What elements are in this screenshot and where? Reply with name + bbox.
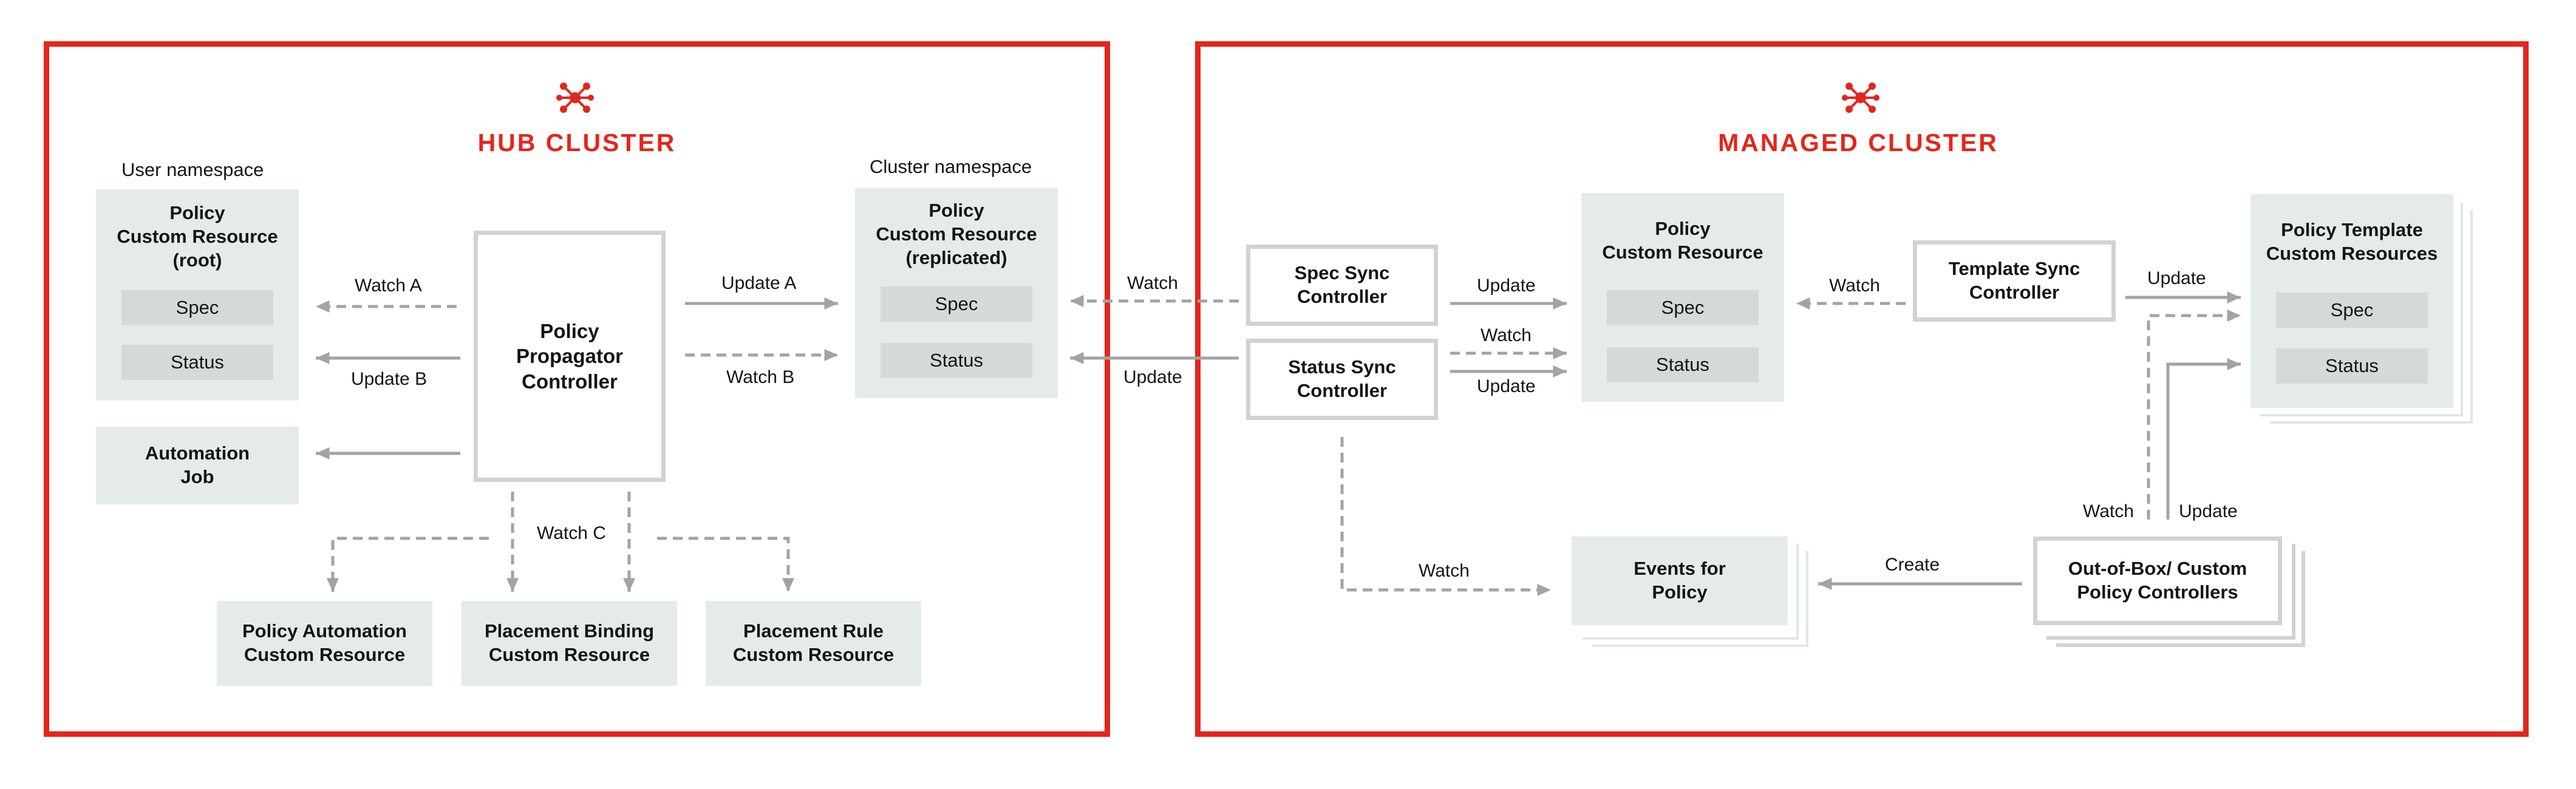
oob-stack-mid — [2046, 544, 2295, 640]
events-for-policy: Events for Policy — [1572, 537, 1788, 625]
events-for-policy-label: Events for Policy — [1634, 558, 1726, 603]
events-watch-arrow — [1340, 437, 1551, 596]
events-stack-mid — [1583, 544, 1799, 640]
spec-sync-update-label: Update — [1477, 276, 1536, 296]
managed-cluster-icon — [1842, 83, 1879, 113]
placement-binding-custom-resource: Placement Binding Custom Resource — [462, 601, 677, 686]
update-b-label: Update B — [351, 369, 428, 389]
hub-cluster-frame — [44, 41, 1110, 737]
events-stack-back — [1592, 551, 1808, 647]
replicated-policy-spec: Spec — [881, 286, 1032, 322]
create-label: Create — [1885, 555, 1940, 575]
policy-template-status: Status — [2276, 348, 2428, 384]
replicated-policy-title: Policy Custom Resource (replicated) — [876, 200, 1037, 268]
watch-c-label: Watch C — [537, 523, 606, 543]
oob-update-arrow — [2166, 358, 2241, 520]
hub-cluster-icon — [556, 83, 594, 113]
root-policy-status: Status — [121, 345, 273, 380]
oob-watch-label: Watch — [2083, 501, 2134, 521]
policy-propagator-controller: Policy Propagator Controller — [474, 231, 666, 482]
policy-propagator-label: Policy Propagator Controller — [516, 320, 624, 393]
oob-custom-policy-controllers-label: Out-of-Box/ Custom Policy Controllers — [2068, 558, 2247, 603]
watch-b-label: Watch B — [726, 367, 795, 387]
placement-rule-label: Placement Rule Custom Resource — [732, 620, 894, 665]
user-namespace-label: User namespace — [121, 159, 264, 180]
root-policy-spec: Spec — [121, 290, 273, 325]
oob-update-label: Update — [2179, 501, 2238, 521]
template-update-label: Update — [2147, 268, 2206, 288]
policy-template-stack-back — [2270, 210, 2473, 424]
managed-policy-title: Policy Custom Resource — [1602, 218, 1763, 263]
managed-cluster-frame — [1195, 41, 2529, 737]
oob-stack-back — [2056, 551, 2305, 647]
root-policy-title: Policy Custom Resource (root) — [117, 202, 278, 271]
cross-watch-label: Watch — [1127, 273, 1178, 293]
hub-cluster-title: HUB CLUSTER — [477, 129, 676, 157]
template-watch-label: Watch — [1829, 276, 1880, 296]
managed-policy-spec: Spec — [1607, 290, 1759, 325]
policy-template-title: Policy Template Custom Resources — [2266, 219, 2438, 264]
managed-cluster-title: MANAGED CLUSTER — [1718, 129, 1998, 157]
watch-a-label: Watch A — [355, 276, 422, 296]
policy-automation-label: Policy Automation Custom Resource — [242, 620, 407, 665]
automation-job-label: Automation Job — [145, 442, 250, 487]
spec-sync-label: Spec Sync Controller — [1294, 262, 1390, 307]
cluster-namespace-label: Cluster namespace — [870, 156, 1032, 177]
policy-template-stack-mid — [2260, 203, 2463, 416]
cross-update-label: Update — [1123, 367, 1182, 387]
spec-sync-controller: Spec Sync Controller — [1246, 245, 1438, 326]
placement-binding-label: Placement Binding Custom Resource — [484, 620, 655, 665]
policy-template-spec: Spec — [2276, 293, 2428, 328]
automation-job: Automation Job — [96, 427, 299, 504]
replicated-policy-status: Status — [881, 343, 1032, 378]
policy-automation-custom-resource: Policy Automation Custom Resource — [217, 601, 432, 686]
template-sync-label: Template Sync Controller — [1948, 258, 2080, 303]
oob-watch-arrow — [2147, 310, 2241, 520]
status-sync-label: Status Sync Controller — [1288, 356, 1396, 401]
events-watch-label: Watch — [1419, 561, 1470, 581]
status-sync-update-label: Update — [1477, 376, 1536, 396]
watch-c-left-arrow — [327, 537, 489, 592]
placement-rule-custom-resource: Placement Rule Custom Resource — [706, 601, 921, 686]
status-sync-controller: Status Sync Controller — [1246, 339, 1438, 420]
update-a-label: Update A — [721, 273, 797, 293]
managed-policy-status: Status — [1607, 347, 1759, 382]
template-sync-controller: Template Sync Controller — [1913, 240, 2116, 322]
status-sync-watch-label: Watch — [1481, 325, 1532, 345]
oob-custom-policy-controllers: Out-of-Box/ Custom Policy Controllers — [2033, 537, 2282, 625]
watch-c-right-arrow — [657, 537, 794, 592]
